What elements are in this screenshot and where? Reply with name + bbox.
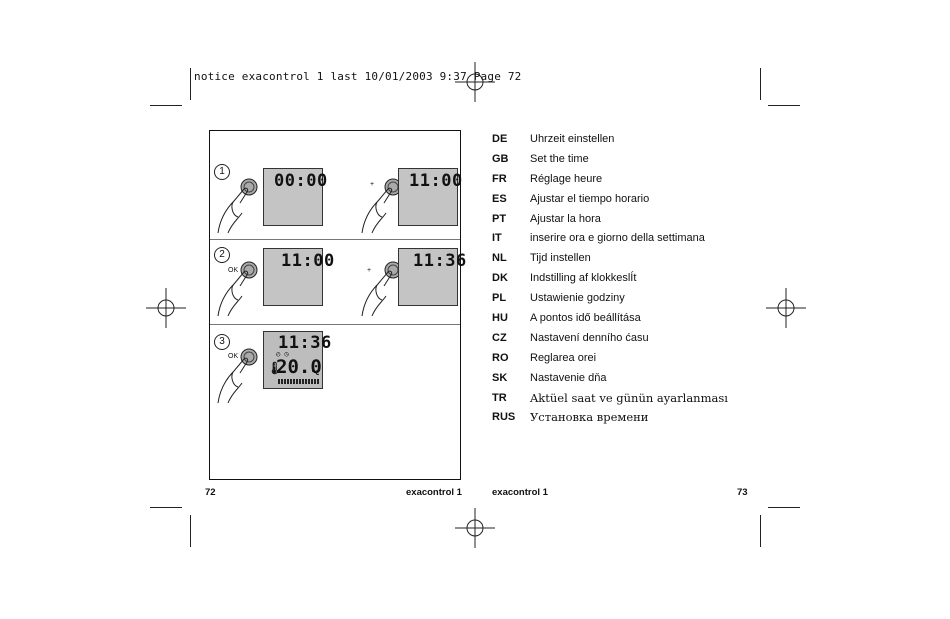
step-number: 2	[214, 247, 230, 263]
hand-pressing-icon	[217, 348, 258, 404]
footer-title-right: exacontrol 1	[492, 487, 548, 498]
language-text: Reglarea orei	[530, 351, 597, 364]
lcd-display: 00:00	[263, 168, 327, 226]
crop-mark	[768, 105, 800, 106]
language-row: DE Uhrzeit einstellen	[492, 129, 728, 149]
page-number-left: 72	[205, 487, 216, 498]
lcd-display: 11:00	[263, 248, 334, 306]
lcd-time: 11:00	[409, 171, 463, 191]
language-row: GB Set the time	[492, 149, 728, 169]
language-row: SK Nastavenie dňa	[492, 368, 728, 388]
language-row: FR Réglage heure	[492, 169, 728, 189]
language-text: Uhrzeit einstellen	[530, 132, 615, 145]
hand-pressing-icon	[361, 178, 402, 234]
lcd-temperature: 20.0	[276, 356, 322, 378]
language-row: RO Reglarea orei	[492, 348, 728, 368]
crop-mark	[760, 515, 761, 547]
language-code: PL	[492, 292, 507, 305]
language-text: Ajustar el tiempo horario	[530, 192, 650, 205]
step-number: 3	[214, 334, 230, 350]
language-text: Tijd instellen	[530, 252, 591, 265]
language-code: NL	[492, 252, 507, 265]
language-text: Установка времени	[530, 410, 649, 425]
language-code: ES	[492, 192, 507, 205]
mode-indicator-icon: ◴ ◷	[276, 350, 289, 358]
lcd-time: 11:36	[413, 251, 467, 271]
language-row: HU A pontos idő beállítása	[492, 308, 728, 328]
language-row: IT inserire ora e giorno della settimana	[492, 228, 728, 248]
thermometer-icon: 🌡	[267, 361, 283, 375]
language-row: CZ Nastavení denního ćasu	[492, 328, 728, 348]
language-row: NL Tijd instellen	[492, 248, 728, 268]
step-1: 1 00:00 + 11:00	[210, 131, 462, 239]
language-code: HU	[492, 311, 508, 324]
hand-pressing-icon	[217, 261, 258, 317]
registration-mark-left	[146, 288, 186, 328]
language-text: Ajustar la hora	[530, 212, 601, 225]
language-row: DK Indstilling af klokkeslÍt	[492, 268, 728, 288]
language-code: DE	[492, 132, 508, 145]
language-code: CZ	[492, 331, 507, 344]
language-code: IT	[492, 232, 502, 245]
crop-mark	[768, 507, 800, 508]
lcd-temperature-unit: °C	[311, 369, 320, 377]
page-number-right: 73	[737, 487, 748, 498]
step-2: 2 OK 11:00 + 11:36	[210, 240, 466, 324]
language-text: Indstilling af klokkeslÍt	[530, 272, 637, 285]
language-text: Réglage heure	[530, 172, 603, 185]
language-text: Set the time	[530, 152, 589, 165]
button-label: OK	[228, 353, 239, 360]
language-row: RUS Установка времени	[492, 407, 728, 427]
language-code: RUS	[492, 411, 516, 424]
language-code: RO	[492, 351, 509, 364]
lcd-display: 11:00	[398, 168, 462, 226]
crop-mark	[190, 515, 191, 547]
language-text: inserire ora e giorno della settimana	[530, 232, 705, 245]
lcd-display: 11:36	[398, 248, 466, 306]
crop-mark	[150, 507, 182, 508]
print-slug: notice exacontrol 1 last 10/01/2003 9:37…	[194, 70, 522, 83]
step-number: 1	[214, 164, 230, 180]
program-bar	[278, 379, 320, 384]
language-text: Ustawienie godziny	[530, 292, 625, 305]
language-text: Nastavení denního ćasu	[530, 331, 649, 344]
button-label: OK	[228, 267, 239, 274]
crop-mark	[190, 68, 191, 100]
registration-mark-bottom	[455, 508, 495, 548]
language-code: FR	[492, 172, 507, 185]
lcd-time: 11:00	[281, 251, 335, 271]
language-text: Nastavenie dňa	[530, 371, 607, 384]
divider	[210, 239, 460, 240]
language-row: PT Ajustar la hora	[492, 209, 728, 229]
lcd-time: 11:36	[278, 333, 332, 353]
language-code: TR	[492, 391, 507, 404]
step-3: 3 OK 11:36 ◴ ◷ 🌡 20.0 °C	[210, 325, 460, 479]
instruction-illustration: 1 00:00 + 11:00 2 OK 11:00	[209, 130, 466, 480]
language-code: SK	[492, 371, 508, 384]
lcd-display: 11:36 ◴ ◷ 🌡 20.0 °C	[263, 331, 331, 389]
hand-pressing-icon	[217, 178, 258, 234]
lcd-time: 00:00	[274, 171, 328, 191]
crop-mark	[760, 68, 761, 100]
language-text: Aktüel saat ve günün ayarlanması	[530, 390, 728, 405]
language-text: A pontos idő beállítása	[530, 311, 641, 324]
language-row: TR Aktüel saat ve günün ayarlanması	[492, 388, 728, 408]
language-row: ES Ajustar el tiempo horario	[492, 189, 728, 209]
registration-mark-top	[455, 62, 495, 102]
footer-title-left: exacontrol 1	[406, 487, 462, 498]
button-label: +	[370, 181, 375, 188]
language-code: PT	[492, 212, 507, 225]
button-label: +	[367, 267, 372, 274]
language-code: DK	[492, 272, 508, 285]
language-row: PL Ustawienie godziny	[492, 288, 728, 308]
crop-mark	[150, 105, 182, 106]
divider	[210, 324, 460, 325]
registration-mark-right	[766, 288, 806, 328]
language-code: GB	[492, 152, 509, 165]
